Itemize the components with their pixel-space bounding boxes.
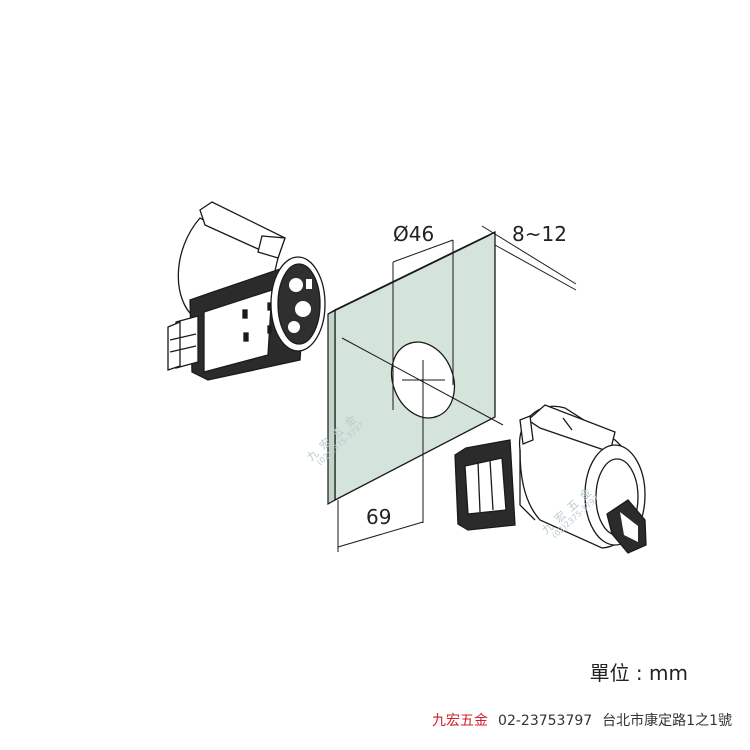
dim-width: 69 [366, 505, 392, 529]
dim-glass-thickness: 8~12 [512, 222, 567, 246]
footer-address: 台北市康定路1之1號 [602, 713, 732, 729]
dimension-lines [337, 225, 577, 552]
unit-label: 單位 : mm [589, 661, 688, 685]
footer-phone: 02-23753797 [498, 713, 593, 729]
footer: 九宏五金 02-23753797 台北市康定路1之1號 [432, 710, 732, 730]
lock-body-right [454, 404, 647, 554]
lock-body-left [167, 201, 326, 381]
dim-hole-diameter: Ø46 [393, 222, 435, 246]
footer-brand: 九宏五金 [432, 713, 489, 729]
